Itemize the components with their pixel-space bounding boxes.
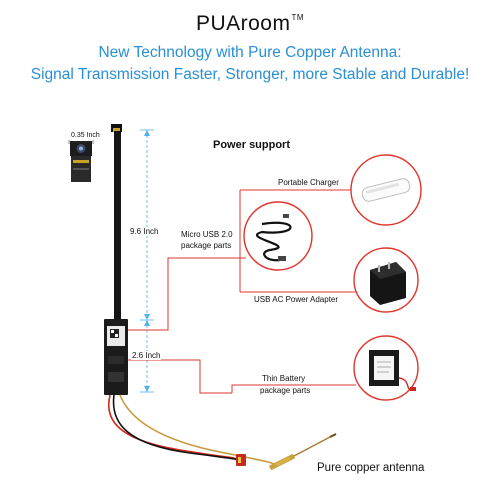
usb-cable-icon (255, 214, 292, 262)
usb-cable-circle (243, 201, 313, 271)
power-support-title: Power support (213, 139, 291, 151)
camera-module-icon (70, 141, 92, 182)
brand-name: PUAroom (195, 12, 291, 35)
camera-size-label: 0.35 Inch (70, 132, 101, 139)
board-length-label: 2.6 Inch (131, 351, 162, 360)
ac-adapter-circle (353, 247, 419, 313)
copper-antenna-icon (268, 433, 337, 471)
trademark-mark: TM (291, 13, 305, 22)
battery-circle (353, 335, 419, 401)
brand-logo: PUAroomTM (0, 12, 500, 36)
power-bank-circle (350, 154, 422, 226)
battery-icon (369, 350, 416, 391)
headline-line-2: Signal Transmission Faster, Stronger, mo… (30, 66, 470, 83)
usb-label-line-1: Micro USB 2.0 (181, 230, 233, 239)
copper-antenna-label: Pure copper antenna (317, 462, 425, 474)
headline-line-1: New Technology with Pure Copper Antenna: (98, 44, 402, 61)
power-option-usb-ac-adapter: USB AC Power Adapter (254, 295, 339, 304)
antenna-ribbon (111, 124, 122, 319)
camera-board (104, 319, 128, 395)
power-bank-icon (361, 178, 411, 202)
battery-label-line-2: package parts (260, 386, 311, 395)
ac-adapter-icon (370, 262, 406, 305)
power-option-portable-charger: Portable Charger (278, 178, 339, 187)
battery-label-line-1: Thin Battery (262, 374, 306, 383)
usb-label-line-2: package parts (181, 241, 232, 250)
antenna-length-label: 9.6 Inch (129, 227, 160, 236)
